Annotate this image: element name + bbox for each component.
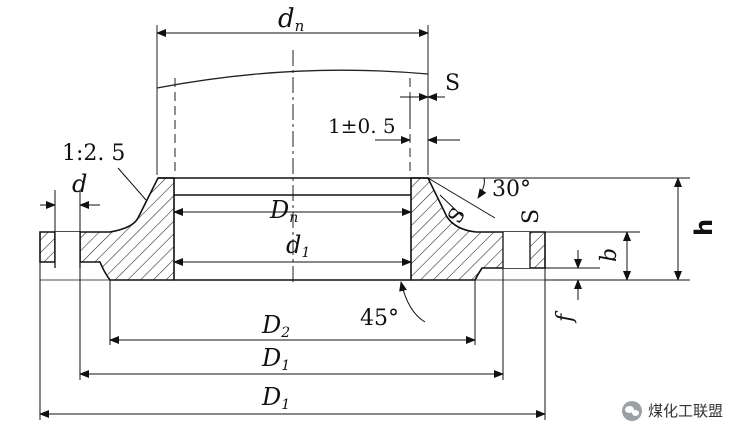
- label-D-outer: D1: [261, 383, 290, 413]
- label-d-bolt: d: [72, 170, 87, 198]
- label-b: b: [597, 248, 622, 262]
- wechat-icon: [621, 400, 642, 421]
- label-angle-30: 30°: [492, 177, 531, 202]
- label-D2: D2: [261, 311, 290, 341]
- label-tolerance: 1±0. 5: [328, 114, 396, 138]
- dimension-lines: [39, 29, 690, 420]
- label-s-slant2: S: [519, 209, 544, 224]
- bore-outline: [40, 177, 545, 281]
- label-angle-45: 45°: [360, 306, 399, 331]
- watermark: 煤化工联盟: [615, 398, 729, 423]
- label-s-top: S: [445, 71, 460, 96]
- label-Dn: Dn: [269, 196, 298, 226]
- label-d1: d1: [286, 231, 310, 261]
- watermark-text: 煤化工联盟: [647, 402, 723, 420]
- label-d-top: dn: [278, 4, 304, 35]
- label-taper: 1:2. 5: [62, 141, 125, 166]
- label-h: h: [690, 219, 718, 236]
- label-D1: D1: [261, 344, 290, 374]
- label-f: f: [553, 310, 578, 324]
